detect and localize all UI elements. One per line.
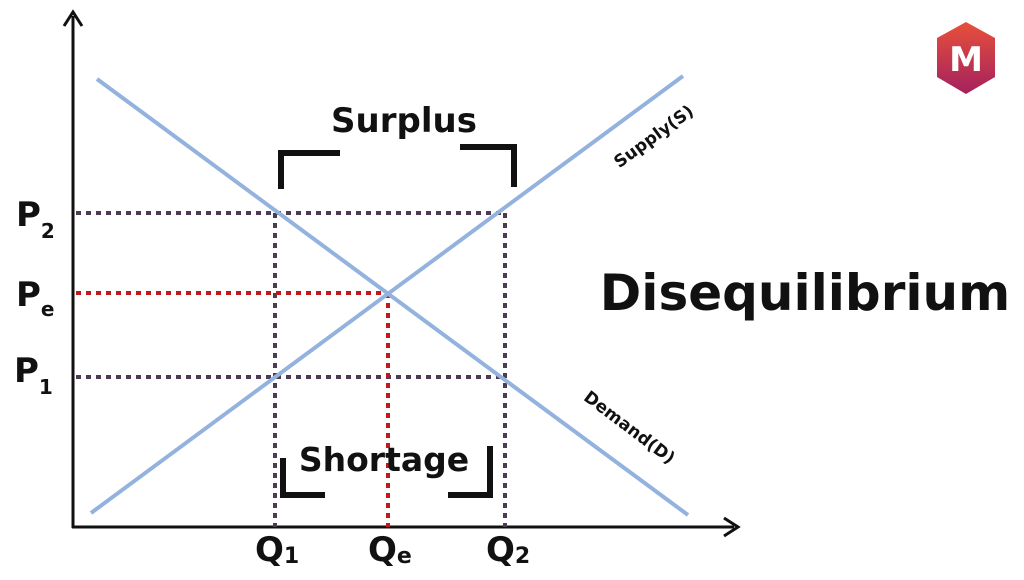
y-axis-arrow [62,9,84,27]
curves [89,74,690,517]
guide-lines [76,211,507,527]
qe-label: Qe [368,530,412,570]
quantity-labels: Q1 Qe Q2 [255,530,530,570]
diagram-title: Disequilibrium [600,264,1010,322]
supply-curve [89,74,685,515]
pe-label: Pe [16,275,55,321]
shortage-label: Shortage [299,440,469,479]
shortage-bracket [280,446,493,498]
axes [62,9,741,538]
surplus-bracket-left [278,150,340,189]
surplus-bracket-right [460,144,517,187]
shortage-bracket-left [280,458,325,498]
demand-curve-label: Demand(D) [580,387,679,468]
logo-letter: M [949,40,983,80]
price-labels: P2 Pe P1 [14,195,55,399]
brand-logo: M [937,22,995,94]
shortage-bracket-right [448,446,493,498]
surplus-bracket [278,144,517,189]
p1-label: P1 [14,351,53,399]
demand-curve [95,77,690,517]
x-axis-arrow [723,516,741,538]
q2-label: Q2 [486,530,530,570]
logo-hexagon [937,22,995,94]
p2-label: P2 [16,195,55,243]
surplus-label: Surplus [331,101,477,141]
supply-curve-label: Supply(S) [610,101,697,172]
q1-label: Q1 [255,530,299,570]
